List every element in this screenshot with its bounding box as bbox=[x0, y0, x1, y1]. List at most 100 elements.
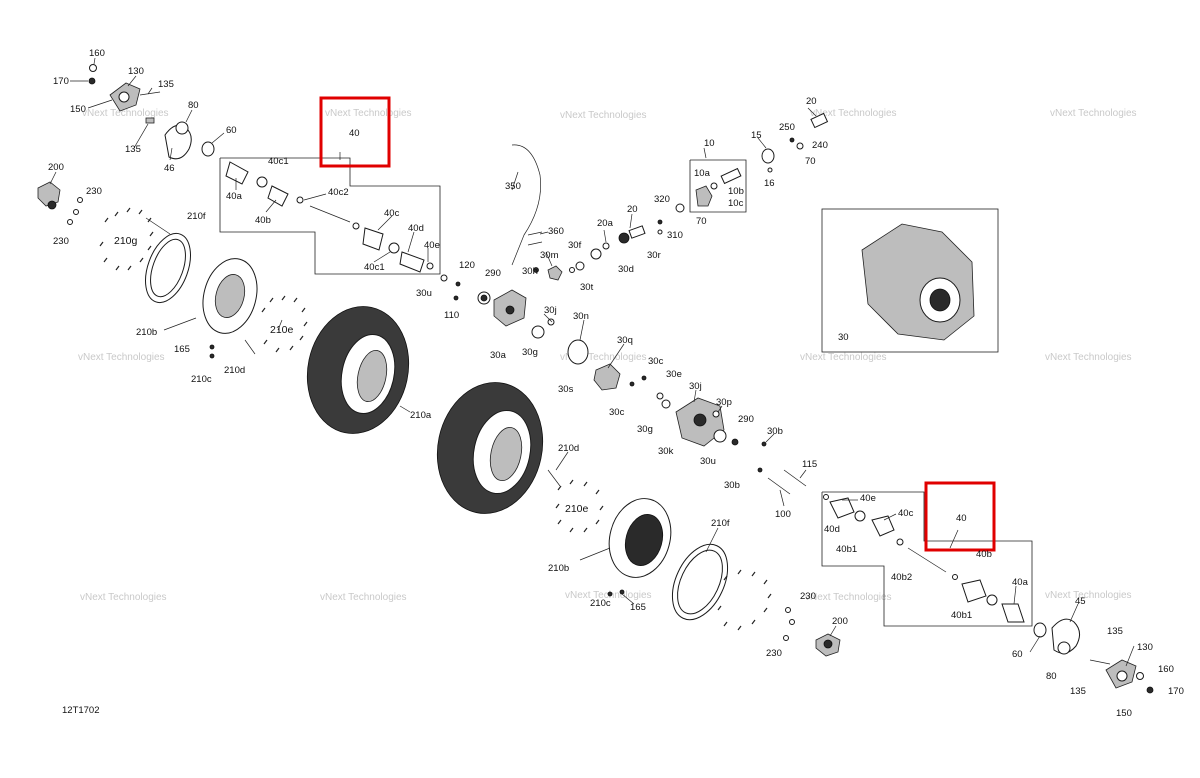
callout-label: 30g bbox=[637, 424, 653, 435]
part-250 bbox=[789, 137, 795, 143]
part-30a-center bbox=[505, 305, 515, 315]
callout-label: 40b1 bbox=[836, 544, 857, 555]
left-wheel-parts bbox=[99, 207, 308, 359]
part-15 bbox=[761, 148, 775, 164]
callout-label: 210d bbox=[224, 365, 245, 376]
callout-label: 170 bbox=[53, 76, 69, 87]
part-170-b bbox=[1146, 686, 1154, 694]
callout-label: 320 bbox=[654, 194, 670, 205]
callout-label: 40c1 bbox=[268, 156, 289, 167]
part-40a-left bbox=[225, 161, 249, 185]
part-30u bbox=[440, 274, 448, 282]
callout-label: 40e bbox=[860, 493, 876, 504]
callout-label: 200 bbox=[48, 162, 64, 173]
callout-label: 30u bbox=[416, 288, 432, 299]
callout-label: 210f bbox=[711, 518, 730, 529]
part-40e-left bbox=[426, 262, 434, 270]
callout-label: 30e bbox=[666, 369, 682, 380]
callout-label: 30t bbox=[580, 282, 594, 293]
callout-label: 40d bbox=[824, 524, 840, 535]
callout-label: 360 bbox=[548, 226, 564, 237]
callout-label: 30n bbox=[573, 311, 589, 322]
part-40c-right bbox=[871, 515, 895, 537]
part-70 bbox=[675, 203, 685, 213]
callout-label: 40b bbox=[255, 215, 271, 226]
part-350-cable bbox=[511, 144, 541, 266]
diagram-id: 12T1702 bbox=[62, 705, 100, 716]
callout-label: 10 bbox=[704, 138, 715, 149]
part-40c1-ring bbox=[388, 242, 400, 254]
callout-label: 135 bbox=[1070, 686, 1086, 697]
part-40a-right bbox=[1001, 603, 1025, 623]
callout-label: 30f bbox=[568, 240, 582, 251]
part-135-bolt bbox=[139, 91, 161, 96]
callout-label: 100 bbox=[775, 509, 791, 520]
callout-label: 290 bbox=[485, 268, 501, 279]
part-30j bbox=[547, 318, 555, 326]
part-60-b bbox=[1033, 622, 1047, 638]
part-30r bbox=[618, 232, 630, 244]
part-230-b bbox=[785, 607, 791, 613]
differential-flange-center bbox=[929, 288, 951, 312]
part-130-b-hub bbox=[1116, 670, 1128, 682]
callout-label: 110 bbox=[444, 310, 459, 321]
part-40d-ring-right bbox=[952, 574, 958, 580]
callout-label: 80 bbox=[188, 100, 199, 111]
watermark: vNext Technologies bbox=[1050, 108, 1137, 119]
part-165 bbox=[209, 344, 215, 350]
center-bearing-group bbox=[440, 144, 685, 391]
watermark: vNext Technologies bbox=[82, 108, 169, 119]
callout-label: 30s bbox=[558, 384, 574, 395]
callout-label: 16 bbox=[764, 178, 775, 189]
callout-label: 20 bbox=[627, 204, 638, 215]
part-290-right bbox=[713, 429, 727, 443]
callout-label: 210e bbox=[565, 503, 589, 515]
callout-label: 46 bbox=[164, 163, 175, 174]
part-40d-left bbox=[399, 251, 425, 273]
callout-label: 40e bbox=[424, 240, 440, 251]
part-230-b bbox=[789, 619, 795, 625]
part-130-hub bbox=[118, 91, 130, 103]
callout-label: 20a bbox=[597, 218, 614, 229]
stud-set-210e bbox=[261, 295, 308, 353]
center-diff-parts bbox=[629, 375, 807, 495]
callout-label: 230 bbox=[53, 236, 69, 247]
callout-label: 210c bbox=[590, 598, 611, 609]
callout-label: 350 bbox=[505, 181, 521, 192]
callout-label: 135 bbox=[125, 144, 141, 155]
part-40b1-right bbox=[854, 510, 866, 522]
part-200-center bbox=[47, 200, 57, 210]
part-210c-b bbox=[607, 591, 613, 597]
watermark: vNext Technologies bbox=[800, 352, 887, 363]
callout-label: 150 bbox=[1116, 708, 1132, 719]
part-230 bbox=[77, 197, 83, 203]
part-70-b bbox=[796, 142, 804, 150]
callout-label: 170 bbox=[1168, 686, 1184, 697]
lower-wheel-parts bbox=[547, 469, 841, 657]
part-40b-right bbox=[961, 579, 987, 603]
callout-label: 40c2 bbox=[328, 187, 349, 198]
part-200-b-center bbox=[823, 639, 833, 649]
callout-label: 15 bbox=[751, 130, 762, 141]
left-hub-group bbox=[37, 181, 83, 225]
differential-housing bbox=[861, 223, 975, 341]
part-30c bbox=[629, 381, 635, 387]
bead-ring-210f-b-inner bbox=[677, 549, 723, 615]
callout-label: 160 bbox=[1158, 664, 1174, 675]
stud-set-210g bbox=[99, 207, 154, 271]
watermark: vNext Technologies bbox=[325, 108, 412, 119]
callout-label: 70 bbox=[805, 156, 816, 167]
callout-label: 45 bbox=[1075, 596, 1086, 607]
callout-label: 160 bbox=[89, 48, 105, 59]
part-40b2 bbox=[896, 538, 904, 546]
part-120 bbox=[455, 281, 461, 287]
part-360 bbox=[527, 231, 543, 236]
part-30d bbox=[590, 248, 602, 260]
part-100-bolt bbox=[767, 477, 791, 495]
callout-label: 230 bbox=[86, 186, 102, 197]
callout-label: 10b bbox=[728, 186, 744, 197]
watermarks: vNext Technologies vNext Technologies vN… bbox=[78, 108, 1137, 603]
part-115-bolt bbox=[783, 469, 807, 487]
callout-label: 40d bbox=[408, 223, 424, 234]
callout-label: 290 bbox=[738, 414, 754, 425]
